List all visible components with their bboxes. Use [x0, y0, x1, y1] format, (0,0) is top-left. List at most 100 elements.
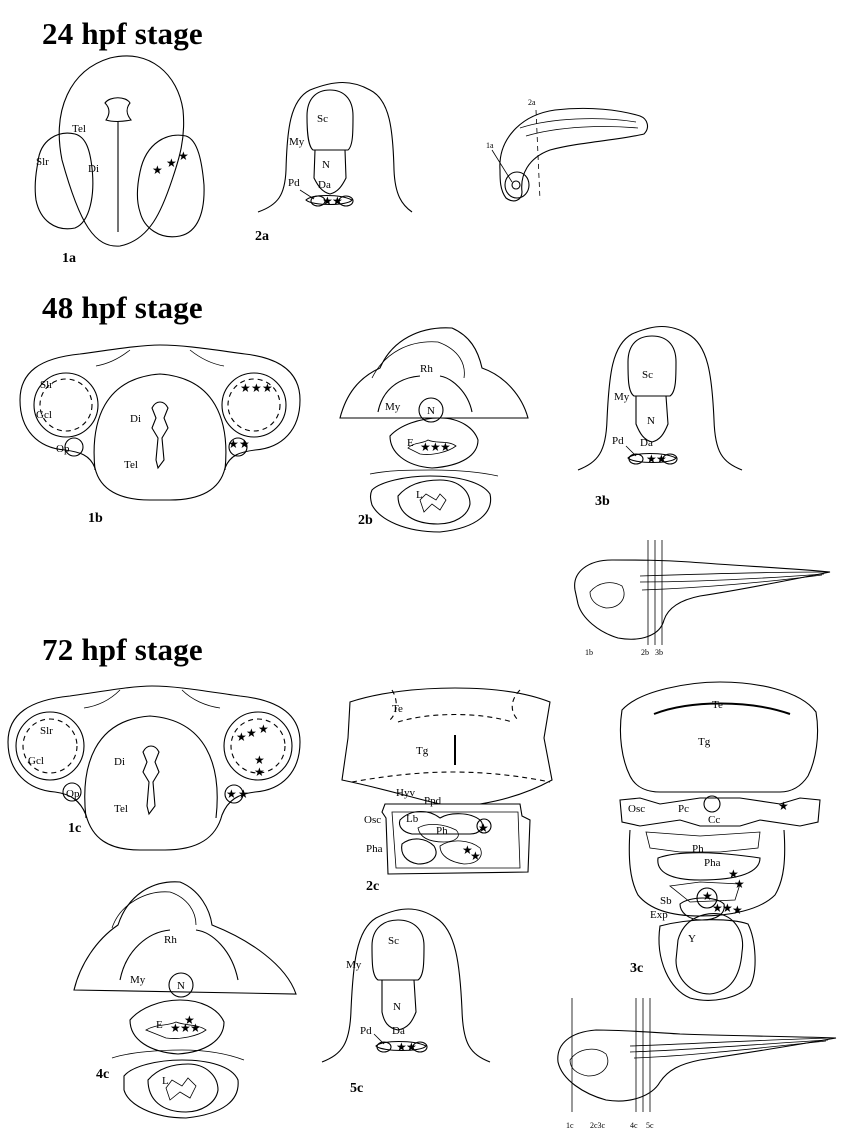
label-n: N [393, 1001, 401, 1013]
panel-5c-drawing: Sc My N Da Pd ★ ★ 5c [321, 908, 491, 1096]
label-n: N [322, 159, 330, 171]
label-pd: Pd [360, 1025, 372, 1037]
label-lb: Lb [406, 813, 419, 825]
star-marker: ★ [251, 381, 262, 395]
label-pha: Pha [366, 843, 383, 855]
label-my: My [385, 401, 401, 413]
panel-label-3b: 3b [595, 494, 610, 509]
panel-2b-drawing: Rh My N E L ★ ★ ★ 2b [339, 327, 529, 533]
label-da: Da [640, 437, 653, 449]
stage-title-48hpf: 48 hpf stage [42, 290, 203, 325]
star-marker: ★ [228, 437, 239, 451]
panel-label-2b: 2b [358, 513, 373, 528]
section-marker-3b: 3b [655, 648, 663, 657]
label-ph: Ph [692, 843, 704, 855]
label-ph: Ph [436, 825, 448, 837]
embryo-24hpf-lateral: 2a 1a [486, 98, 649, 202]
panel-1b-drawing: Slr Gcl Di Op Tel ★ ★ ★ ★ ★ 1b [19, 344, 301, 526]
star-marker: ★ [728, 867, 739, 881]
label-gcl: Gcl [28, 755, 44, 767]
star-marker: ★ [246, 726, 257, 740]
label-da: Da [392, 1025, 405, 1037]
label-n: N [647, 415, 655, 427]
label-pc: Pc [678, 803, 689, 815]
panel-label-1b: 1b [88, 511, 103, 526]
section-marker-5c: 5c [646, 1121, 654, 1130]
star-marker: ★ [184, 1013, 195, 1027]
panel-label-1a: 1a [62, 251, 76, 266]
stage-title-24hpf: 24 hpf stage [42, 16, 203, 51]
label-tel: Tel [124, 459, 138, 471]
star-marker: ★ [254, 765, 265, 779]
star-marker: ★ [478, 821, 489, 835]
section-marker-2a: 2a [528, 98, 536, 107]
star-marker: ★ [178, 149, 189, 163]
panel-2c-drawing: Te Tg Hyv Ppd Osc Lb Ph Pha ★ ★ ★ 2c [341, 687, 553, 894]
label-di: Di [130, 413, 141, 425]
star-marker: ★ [430, 440, 441, 454]
label-y: Y [688, 933, 696, 945]
label-e: E [407, 437, 414, 449]
panel-label-2a: 2a [255, 229, 269, 244]
label-n: N [177, 980, 185, 992]
stage-title-72hpf: 72 hpf stage [42, 632, 203, 667]
star-marker: ★ [646, 452, 657, 466]
section-marker-2b: 2b [641, 648, 649, 657]
label-sc: Sc [642, 369, 653, 381]
star-marker: ★ [406, 1040, 417, 1054]
star-marker: ★ [180, 1021, 191, 1035]
star-marker: ★ [734, 877, 745, 891]
star-marker: ★ [152, 163, 163, 177]
star-marker: ★ [732, 903, 743, 917]
panel-1a-drawing: Tel Di Slr ★ ★ ★ 1a [34, 55, 205, 266]
label-n: N [427, 405, 435, 417]
label-pha: Pha [704, 857, 721, 869]
section-marker-1b: 1b [585, 648, 593, 657]
label-sc: Sc [317, 113, 328, 125]
panel-1c-drawing: Slr Gcl Di Op Tel ★ ★ ★ ★ ★ ★ ★ 1c [7, 685, 301, 851]
embryo-72hpf-lateral: 1c 2c3c 4c 5c [557, 998, 837, 1130]
star-marker: ★ [322, 194, 333, 208]
star-marker: ★ [258, 722, 269, 736]
label-sb: Sb [660, 895, 672, 907]
label-l: L [162, 1075, 169, 1087]
label-pd: Pd [612, 435, 624, 447]
label-my: My [289, 136, 305, 148]
star-marker: ★ [470, 849, 481, 863]
label-exp: Exp [650, 909, 668, 921]
label-tg: Tg [416, 745, 429, 757]
label-rh: Rh [420, 363, 433, 375]
star-marker: ★ [702, 889, 713, 903]
label-l: L [416, 489, 423, 501]
label-tel: Tel [114, 803, 128, 815]
label-my: My [346, 959, 362, 971]
label-di: Di [114, 756, 125, 768]
star-marker: ★ [656, 452, 667, 466]
star-marker: ★ [240, 381, 251, 395]
star-marker: ★ [236, 730, 247, 744]
star-marker: ★ [722, 901, 733, 915]
star-marker: ★ [238, 787, 249, 801]
label-gcl: Gcl [36, 409, 52, 421]
panel-4c-drawing: Rh My N E L ★ ★ ★ ★ 4c [73, 881, 297, 1119]
label-osc: Osc [364, 814, 381, 826]
label-hyv: Hyv [396, 787, 415, 799]
label-tg: Tg [698, 736, 711, 748]
label-tel: Tel [72, 123, 86, 135]
panel-label-3c: 3c [630, 961, 643, 976]
label-op: Op [66, 788, 80, 800]
embryo-48hpf-lateral: 1b 2b 3b [574, 540, 831, 657]
panel-3b-drawing: Sc My N Da Pd ★ ★ 3b [577, 325, 743, 509]
section-marker-1a: 1a [486, 141, 494, 150]
section-marker-1c: 1c [566, 1121, 574, 1130]
star-marker: ★ [254, 753, 265, 767]
label-te: Te [712, 699, 723, 711]
label-op: Op [56, 443, 70, 455]
panel-3c-drawing: Te Tg Osc Pc Cc Ph Pha Sb Exp Y ★ ★ ★ ★ … [619, 681, 821, 1001]
panel-label-1c: 1c [68, 821, 81, 836]
star-marker: ★ [712, 901, 723, 915]
label-ppd: Ppd [424, 795, 442, 807]
star-marker: ★ [332, 194, 343, 208]
panel-2a-drawing: Sc My N Da Pd ★ ★ 2a [255, 82, 413, 244]
